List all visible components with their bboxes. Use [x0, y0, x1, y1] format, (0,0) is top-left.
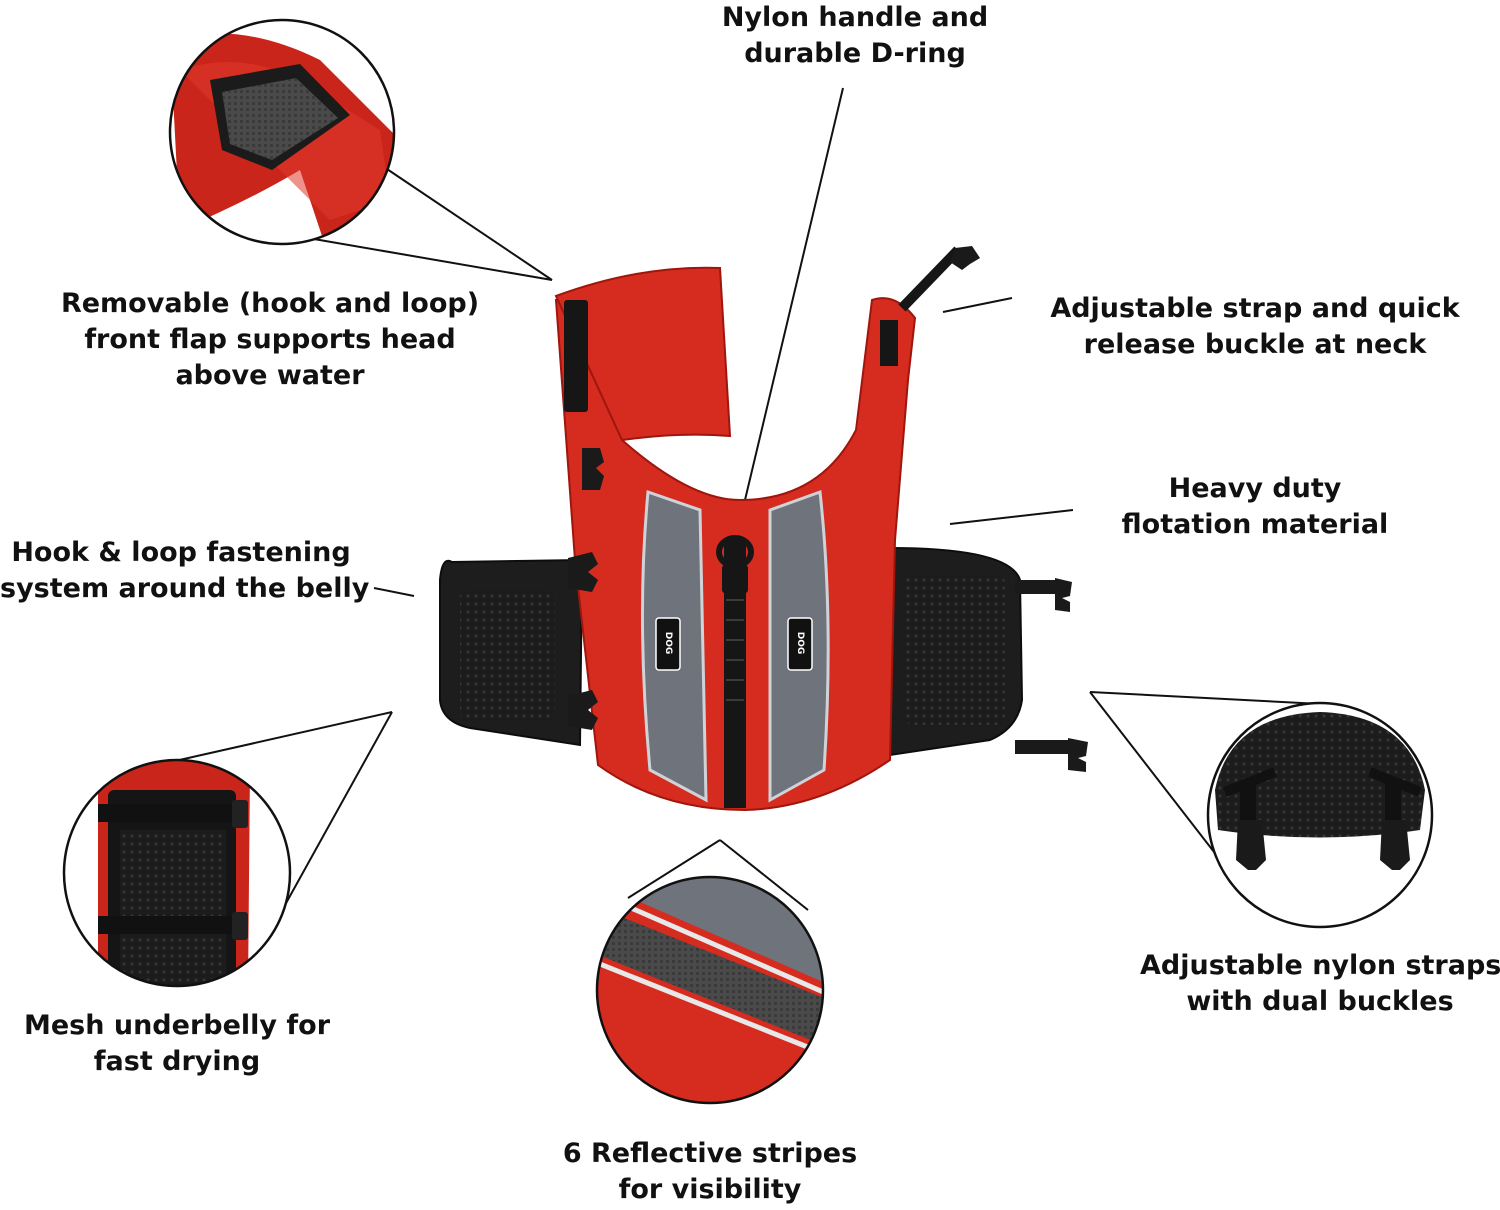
callout-reflective-line-1: 6 Reflective stripes [562, 1138, 858, 1169]
leader-straps-top [1089, 691, 1341, 706]
callout-neck-line-2: release buckle at neck [1083, 329, 1427, 360]
callout-mesh-line-2: fast drying [93, 1046, 261, 1077]
leader-neck [942, 297, 1013, 313]
callout-mesh-line-1: Mesh underbelly for [23, 1010, 331, 1041]
callout-handle-line-1: Nylon handle and [721, 2, 989, 33]
logo-text-left: DOG [663, 631, 673, 655]
callout-flotation: Heavy duty flotation material [1080, 471, 1430, 543]
callout-handle: Nylon handle and durable D-ring [670, 0, 1040, 72]
leader-stripes-left [627, 839, 721, 899]
leader-flotation [949, 509, 1074, 525]
center-webbing [724, 540, 746, 808]
callout-reflective: 6 Reflective stripes for visibility [530, 1136, 890, 1208]
leader-handle [744, 87, 844, 501]
callout-flap: Removable (hook and loop) front flap sup… [50, 286, 490, 394]
logo-patch-right [787, 617, 813, 671]
logo-text-right: DOG [795, 631, 805, 655]
side-release-buckle-icon [568, 246, 1088, 772]
callout-flap-line-2: front flap supports head [84, 324, 456, 355]
leader-mesh-bottom [284, 711, 393, 906]
callout-mesh: Mesh underbelly for fast drying [0, 1008, 354, 1080]
leader-straps-bottom [1089, 691, 1229, 871]
hook-and-loop-patch-icon [564, 300, 588, 412]
callout-belly: Hook & loop fastening system around the … [0, 535, 370, 607]
inset-flap-detail [168, 18, 396, 246]
callout-straps-line-1: Adjustable nylon straps [1140, 950, 1500, 981]
life-vest-illustration [439, 246, 1088, 812]
leader-belly [373, 587, 415, 597]
right-belly-mesh [905, 575, 1005, 725]
neck-strap [898, 246, 962, 312]
callout-flap-line-1: Removable (hook and loop) [60, 288, 480, 319]
callout-belly-line-2: system around the belly [0, 573, 370, 604]
left-belly-mesh [460, 590, 555, 720]
callout-reflective-line-2: for visibility [618, 1174, 802, 1205]
leader-stripes-right [719, 839, 809, 911]
callout-straps-line-2: with dual buckles [1186, 986, 1454, 1017]
logo-patch-left [655, 617, 681, 671]
callout-belly-line-1: Hook & loop fastening [11, 537, 351, 568]
callout-neck: Adjustable strap and quick release buckl… [1020, 291, 1490, 363]
front-flap [554, 266, 732, 442]
inset-straps-detail [1206, 701, 1434, 929]
callout-flotation-line-1: Heavy duty [1168, 473, 1342, 504]
callout-flotation-line-2: flotation material [1121, 509, 1389, 540]
callout-flap-line-3: above water [175, 360, 365, 391]
inset-stripes-detail [595, 875, 825, 1105]
callout-neck-line-1: Adjustable strap and quick [1050, 293, 1460, 324]
inset-mesh-detail [62, 758, 292, 988]
callout-straps: Adjustable nylon straps with dual buckle… [1140, 948, 1500, 1020]
callout-handle-line-2: durable D-ring [744, 38, 966, 69]
d-ring-handle-icon [716, 535, 754, 593]
neck-strap-keeper [880, 320, 898, 366]
